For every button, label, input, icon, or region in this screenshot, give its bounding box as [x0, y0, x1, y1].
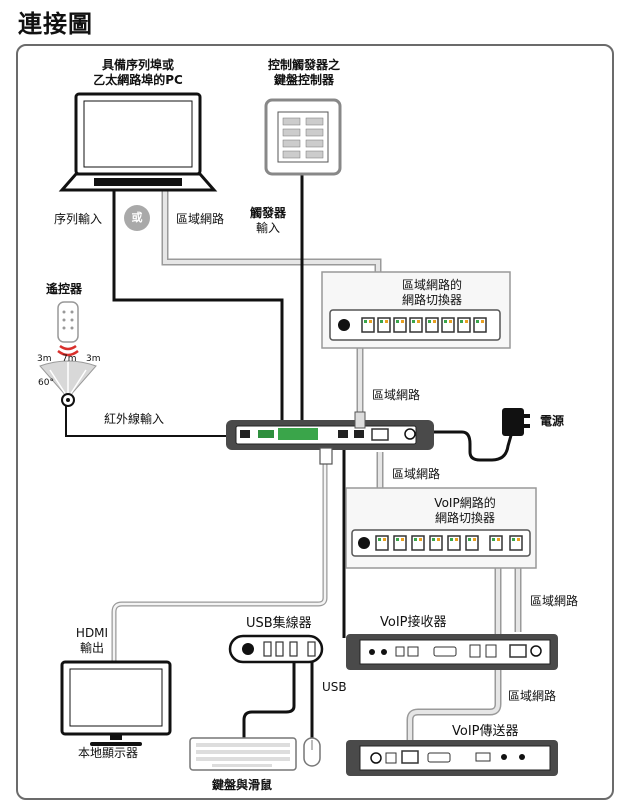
serial-cable	[112, 190, 284, 430]
trigger-input-label: 觸發器 輸入	[250, 206, 286, 236]
hdmi-output-label: HDMI 輸出	[70, 626, 114, 656]
usb-hub-label: USB集線器	[246, 616, 312, 631]
page-title: 連接圖	[18, 10, 93, 38]
switch1-label-line1: 區域網路的	[401, 278, 462, 292]
power-cable	[428, 430, 514, 462]
switch1-panel	[321, 271, 511, 349]
voip-receiver-label: VoIP接收器	[380, 615, 447, 630]
monitor-icon	[60, 660, 172, 746]
lan-sender-label: 區域網路	[508, 689, 557, 703]
range-left-label: 3m	[37, 354, 52, 364]
switch1-label-line2: 網路切換器	[401, 293, 462, 307]
remote-label: 遙控器	[46, 282, 83, 296]
lan-pc-label: 區域網路	[176, 212, 225, 226]
switch2-label-line2: 網路切換器	[434, 511, 495, 525]
ir-input-label: 紅外線輸入	[104, 412, 165, 426]
keyboard-icon	[189, 737, 297, 771]
hdmi-output-line1: HDMI	[75, 626, 109, 640]
pc-label: 具備序列埠或 乙太網路埠的PC	[70, 58, 206, 88]
ir-range-icon	[39, 360, 97, 407]
switch2-label: VoIP網路的 網路切換器	[410, 496, 520, 526]
range-center-label: 7m	[62, 354, 77, 364]
mouse-icon	[303, 737, 321, 767]
switch1-label: 區域網路的 網路切換器	[372, 278, 492, 308]
voip-sender-label: VoIP傳送器	[452, 724, 519, 739]
ir-cable	[65, 400, 232, 437]
pc-label-line1: 具備序列埠或	[101, 58, 174, 72]
usb-hub-icon	[228, 634, 324, 664]
lan-receiver-label: 區域網路	[530, 594, 579, 608]
power-adapter-icon	[502, 408, 530, 436]
controller-device	[226, 420, 434, 450]
switch2-panel	[345, 487, 537, 569]
hdmi-output-line2: 輸出	[79, 641, 104, 655]
power-label: 電源	[540, 414, 565, 428]
pc-label-line2: 乙太網路埠的PC	[93, 73, 183, 87]
trigger-input-line1: 觸發器	[250, 206, 287, 220]
voip-receiver-device	[346, 634, 558, 670]
switch2-label-line1: VoIP網路的	[434, 496, 496, 510]
keypad-label: 控制觸發器之 鍵盤控制器	[244, 58, 364, 88]
monitor-label: 本地顯示器	[78, 746, 139, 760]
diagram-frame	[16, 44, 614, 800]
keypad-controller-icon	[264, 98, 342, 176]
usb-label: USB	[322, 680, 347, 694]
serial-input-label: 序列輸入	[54, 212, 103, 226]
trigger-input-line2: 輸入	[255, 221, 280, 235]
range-right-label: 3m	[86, 354, 101, 364]
voip-sender-device	[346, 740, 558, 776]
lan-switch2-label: 區域網路	[392, 467, 441, 481]
pc-laptop-icon	[58, 92, 218, 192]
or-badge: 或	[124, 205, 150, 231]
lan-mid-label: 區域網路	[372, 388, 421, 402]
keypad-label-line1: 控制觸發器之	[267, 58, 340, 72]
remote-control-icon	[57, 301, 79, 357]
usb-keyboard-cable	[242, 660, 296, 738]
hdmi-cable	[111, 460, 328, 665]
keypad-label-line2: 鍵盤控制器	[273, 73, 334, 87]
angle-label: 60°	[38, 378, 54, 388]
keyboard-mouse-label: 鍵盤與滑鼠	[212, 778, 273, 792]
